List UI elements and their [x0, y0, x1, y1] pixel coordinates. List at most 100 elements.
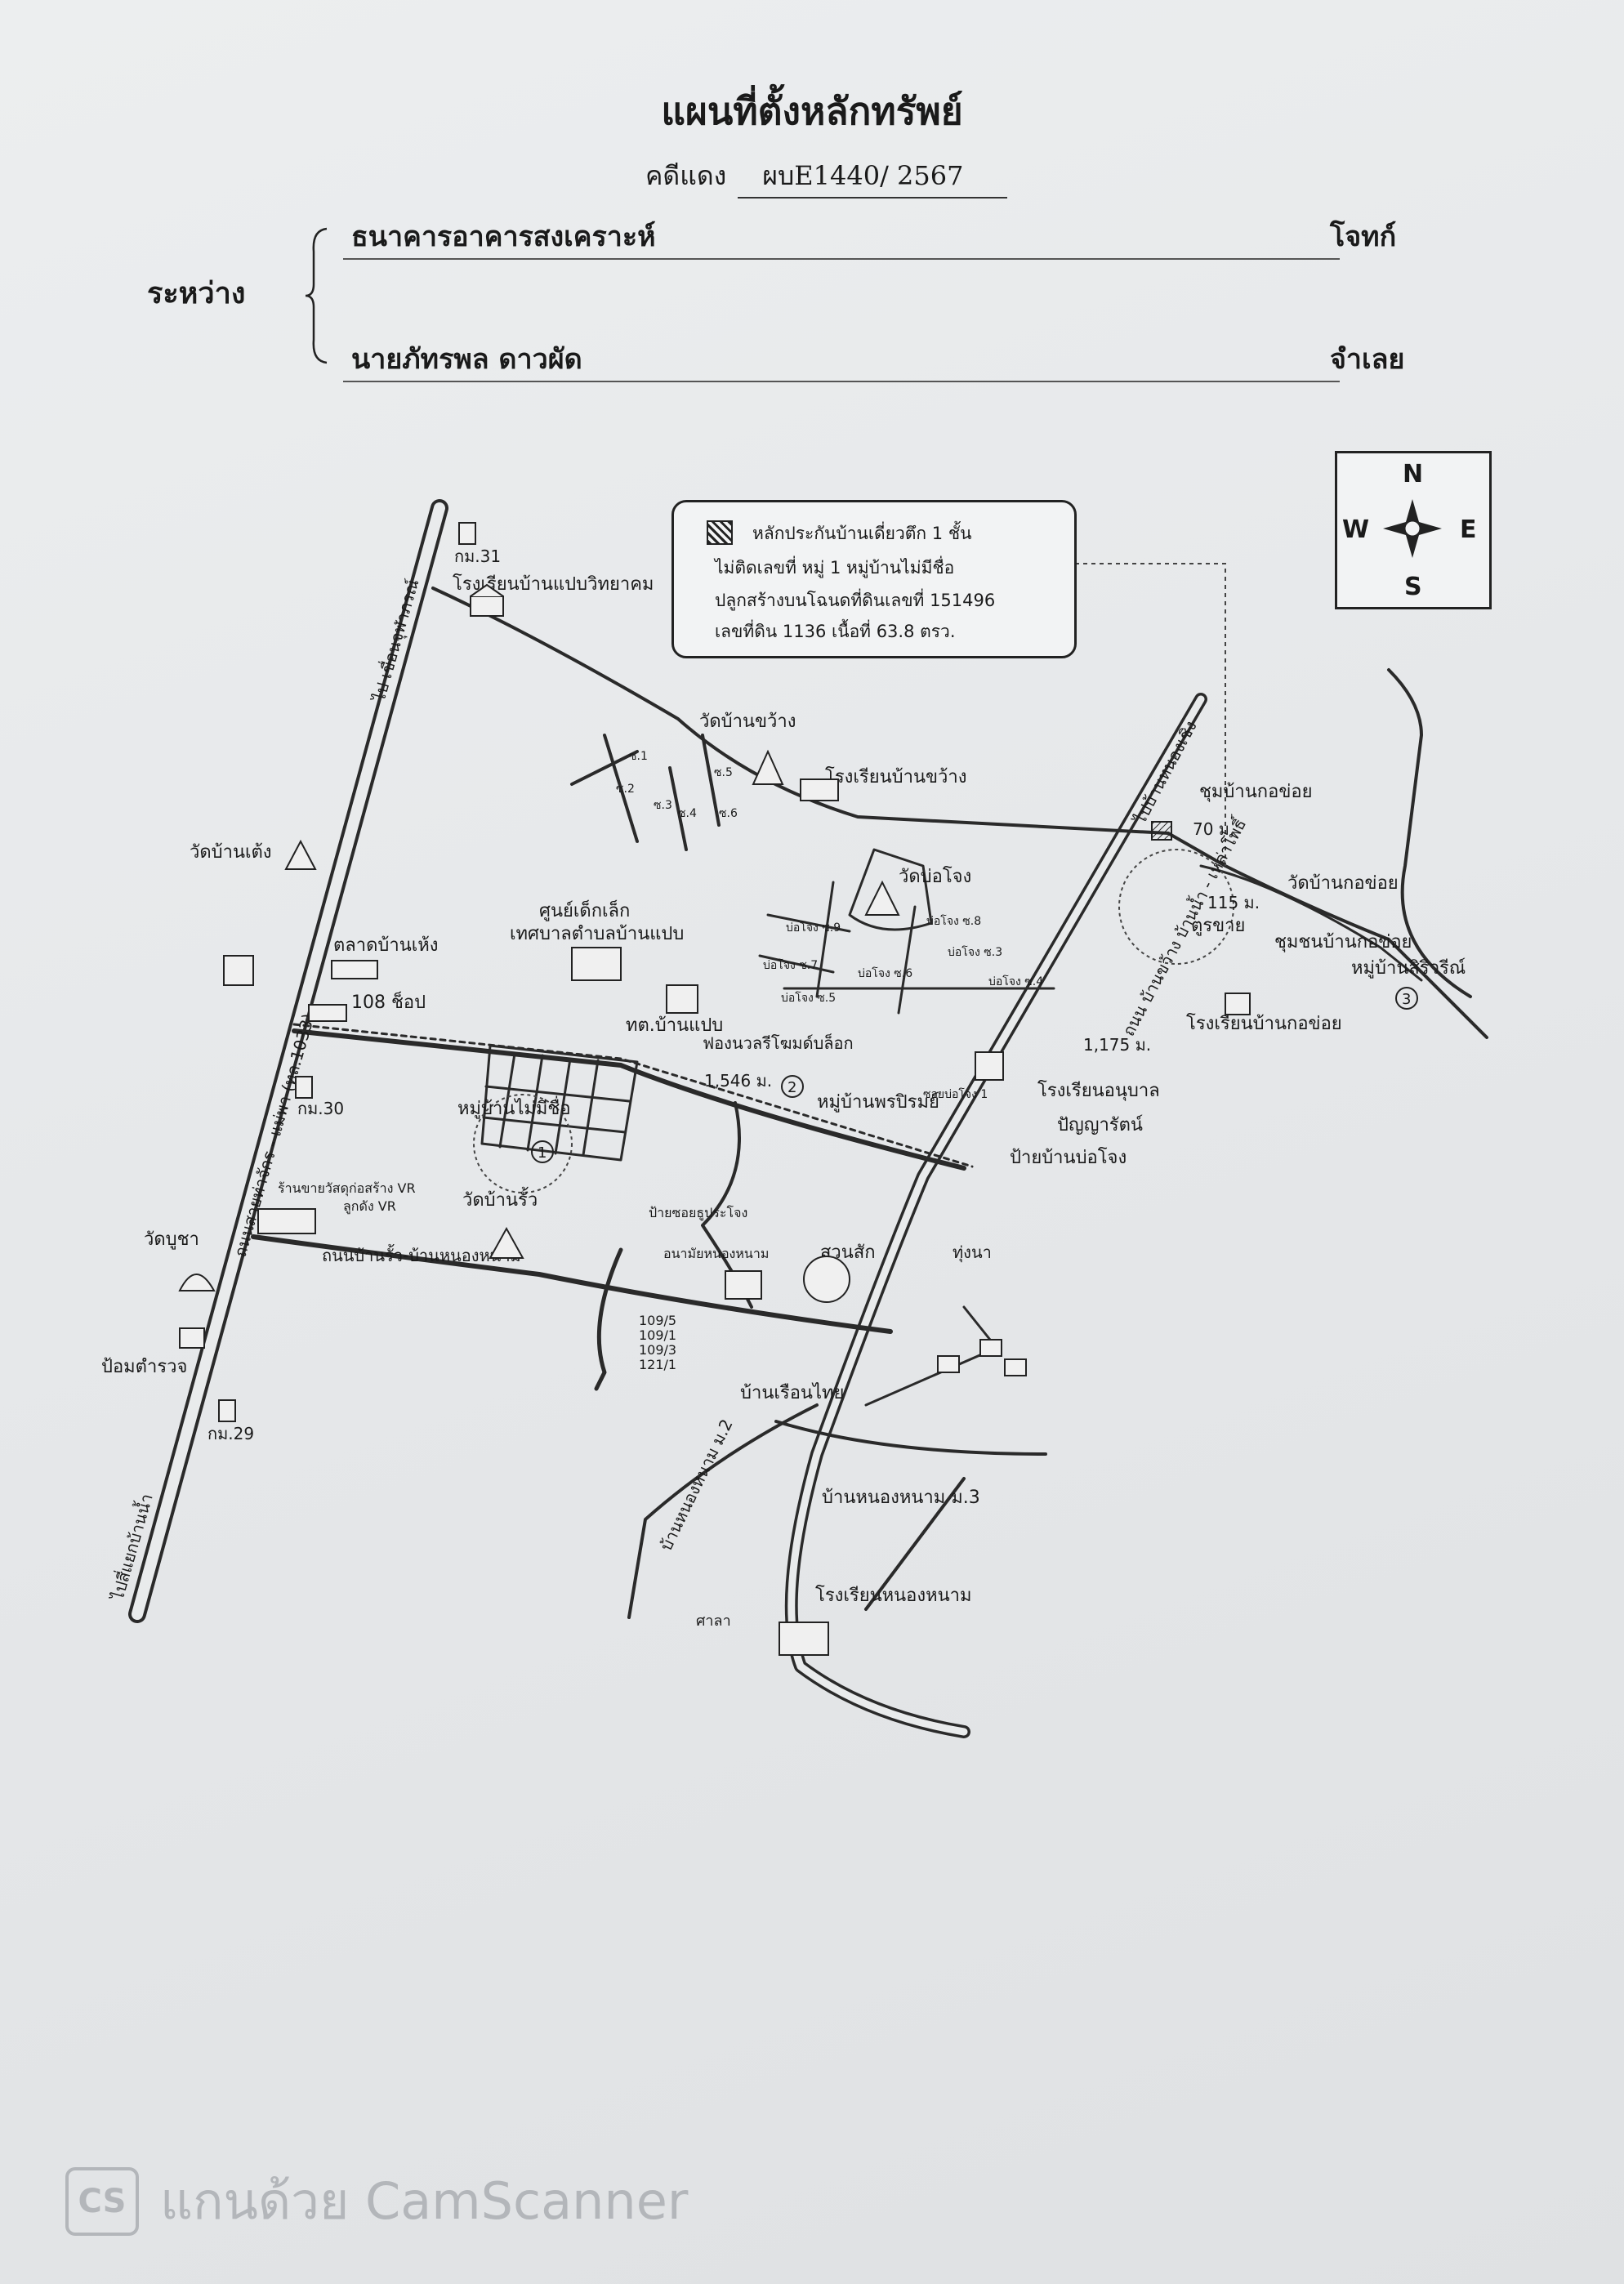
- roof-icon: [470, 583, 504, 597]
- gas-station-icon: [223, 955, 254, 986]
- label-vill-siriwan: หมู่บ้านสิริวรีณ์: [1351, 958, 1466, 979]
- label-bj1: บ่อโจง ซ.9: [786, 921, 841, 935]
- highway-1033-inner: [132, 502, 445, 1620]
- tod-icon: [666, 984, 698, 1014]
- label-s5: ซ.5: [714, 766, 733, 779]
- kodoi-circle: [1118, 849, 1234, 965]
- document-title: แผนที่ตั้งหลักทรัพย์: [661, 89, 963, 133]
- label-circ2: 2: [787, 1079, 796, 1096]
- label-ruenthai: บ้านเรือนไทย: [740, 1382, 844, 1403]
- legend-leader: [1075, 563, 1226, 866]
- camscanner-watermark: CS แกนด้วย CamScanner: [65, 2161, 688, 2242]
- park-tree-icon: [803, 1256, 850, 1303]
- house-icon-2: [979, 1339, 1002, 1357]
- wat-khwang-icon: [752, 749, 784, 785]
- label-dist-1175: 1,175 ม.: [1083, 1035, 1151, 1055]
- label-chumchon: ชุมชนบ้านกอข่อย: [1274, 932, 1412, 952]
- wat-rua-icon: [489, 1226, 524, 1259]
- school-banpaep-icon: [470, 596, 504, 617]
- childcare-icon: [571, 947, 622, 981]
- label-shop-vr2: ลูกดัง VR: [343, 1198, 396, 1215]
- road-nongnam2: [627, 1403, 819, 1619]
- village-circle: [473, 1094, 573, 1193]
- compass-star-icon: [1383, 499, 1442, 558]
- circle-3: [1395, 987, 1418, 1010]
- label-nongnam2: บ้านหนองหนาม ม.2: [656, 1416, 737, 1554]
- label-circ3: 3: [1402, 991, 1411, 1008]
- label-tod: ทต.บ้านแปบ: [626, 1015, 723, 1036]
- school-khwang-icon: [800, 778, 839, 801]
- label-health: อนามัยหนองหนาม: [663, 1246, 769, 1261]
- label-kurakhai: ตูรขาย: [1191, 916, 1245, 936]
- label-sign-tho: ป้ายซอยธูประโจง: [649, 1205, 747, 1221]
- circle-2: [781, 1075, 804, 1098]
- label-childcare2: เทศบาลตำบลบ้านแปบ: [510, 924, 684, 944]
- label-bj3: บ่อโจง ซ.7: [763, 958, 818, 972]
- between-label: ระหว่าง: [147, 276, 246, 310]
- label-sign-bojong: ป้ายบ้านบ่อโจง: [1010, 1147, 1127, 1168]
- kindergarten-icon: [975, 1051, 1004, 1081]
- shop-vr-icon: [257, 1208, 316, 1234]
- label-chum-kodoi: ชุมบ้านกอข่อย: [1199, 782, 1312, 802]
- km29-post-icon: [218, 1399, 236, 1422]
- label-wat-tueng: วัดบ้านเต้ง: [190, 842, 272, 863]
- plaintiff-role: โจทก์: [1330, 221, 1397, 253]
- label-shop108: 108 ช็อป: [351, 990, 426, 1013]
- label-field: ทุ่งนา: [953, 1242, 992, 1263]
- bojong-lanes: [758, 881, 1055, 1015]
- shop108-icon: [308, 1004, 347, 1022]
- label-km30: กม.30: [297, 1099, 344, 1118]
- label-childcare1: ศูนย์เด็กเล็ก: [539, 899, 630, 921]
- label-bj5: บ่อโจง ซ.5: [781, 991, 836, 1005]
- brace-symbol: [305, 227, 328, 364]
- label-km29: กม.29: [207, 1424, 254, 1443]
- house-icon: [937, 1355, 960, 1373]
- wat-bojong-icon: [864, 880, 900, 916]
- label-bj4: บ่อโจง ซ.6: [858, 966, 912, 980]
- legend-line-3: ปลูกสร้างบนโฉนดที่ดินเลขที่ 151496: [715, 591, 996, 610]
- label-wat-bojong: วัดบ่อโจง: [899, 866, 971, 887]
- local-roads: [570, 734, 721, 851]
- label-circ1: 1: [538, 1144, 547, 1162]
- case-label: คดีแดง: [645, 160, 727, 191]
- label-school-nongnam: โรงเรียนหนองหนาม: [815, 1585, 972, 1606]
- compass-west: W: [1342, 515, 1370, 544]
- road-nongnam3: [774, 1420, 1047, 1611]
- wat-tueng-icon: [284, 839, 317, 870]
- case-number: ผบE1440/ 2567: [738, 155, 1008, 199]
- label-bj2: บ่อโจง ซ.8: [926, 914, 981, 928]
- label-vill-pornpirom: หมู่บ้านพรปิรมย์: [817, 1092, 939, 1113]
- wat-bucha-icon: [178, 1274, 216, 1291]
- label-dist-70: 70 ม.: [1193, 819, 1234, 839]
- label-wat-rua: วัดบ้านรั้ว: [462, 1187, 538, 1211]
- label-school-kodoi: โรงเรียนบ้านกอข่อย: [1186, 1013, 1342, 1034]
- label-addr2: 109/1: [639, 1327, 676, 1343]
- plaintiff-name: ธนาคารอาคารสงเคราะห์: [343, 214, 1340, 260]
- label-s2: ซ.2: [616, 783, 635, 796]
- label-dist-115: 115 ม.: [1207, 893, 1260, 912]
- wat-road: [848, 848, 933, 931]
- school-nongnam-icon: [779, 1622, 829, 1656]
- road-northeast: [1387, 668, 1472, 998]
- label-shop-near: ฟองนวลรีโฆมด์บล็อก: [703, 1033, 854, 1053]
- circle-1: [531, 1140, 554, 1163]
- label-dist-1546: 1,546 ม.: [704, 1071, 772, 1091]
- road-houses: [864, 1305, 998, 1407]
- label-wat-bucha: วัดบูชา: [144, 1229, 199, 1250]
- legend-line-1: หลักประกันบ้านเดี่ยวตึก 1 ชั้น: [752, 524, 972, 543]
- road-rua: [251, 1234, 893, 1334]
- camscanner-logo: CS: [65, 2167, 139, 2236]
- compass-north: N: [1403, 460, 1424, 488]
- defendant-role: จำเลย: [1330, 343, 1405, 376]
- label-bj7: บ่อโจง ซ.3: [948, 945, 1002, 959]
- road-mid: [292, 1028, 966, 1171]
- label-sala: ศาลา: [696, 1613, 731, 1630]
- legend-hatch-swatch: [707, 520, 733, 545]
- label-s6: ซ.6: [719, 807, 738, 820]
- dotted-route: [292, 1023, 974, 1168]
- road-right-inner: [787, 695, 1205, 1736]
- health-icon: [725, 1270, 762, 1300]
- house-icon-3: [1004, 1358, 1027, 1376]
